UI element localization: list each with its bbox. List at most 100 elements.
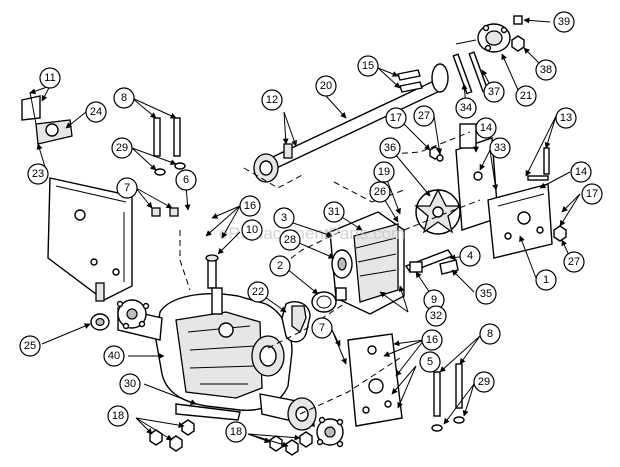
callout-1-label: 1 [543,274,549,286]
callout-8-lower[interactable]: 8 [479,323,501,345]
lower-bracket-plate [347,333,403,427]
callout-18-right[interactable]: 18 [225,421,247,443]
callout-16-upper[interactable]: 16 [239,195,261,217]
alignment-lines [179,131,481,415]
callout-2-label: 2 [277,260,283,272]
callout-35-label: 35 [480,288,492,300]
transaxle-housing [155,287,293,421]
callout-39[interactable]: 39 [553,11,575,33]
callout-33-label: 33 [494,142,506,154]
callout-28-label: 28 [284,234,296,246]
callout-6[interactable]: 6 [175,169,197,191]
callout-16-lower[interactable]: 16 [421,329,443,351]
callout-15[interactable]: 15 [357,55,379,77]
callout-16-lower-label: 16 [426,334,438,346]
callout-12[interactable]: 12 [261,89,283,111]
callout-11-label: 11 [44,72,55,84]
callout-26[interactable]: 26 [369,181,391,203]
callout-7-lower[interactable]: 7 [311,317,333,339]
callout-10-label: 10 [246,224,258,236]
callout-18-left-label: 18 [112,410,124,422]
callout-14-upper[interactable]: 14 [475,117,497,139]
callout-17-right-label: 17 [586,188,598,200]
callout-13[interactable]: 13 [555,107,577,129]
callout-27-upper-label: 27 [418,110,430,122]
callout-18-left[interactable]: 18 [107,405,129,427]
callout-25-label: 25 [24,340,36,352]
callout-9[interactable]: 9 [423,289,445,311]
callout-29-lower[interactable]: 29 [473,371,495,393]
callout-37-label: 37 [488,86,500,98]
callout-36-label: 36 [384,142,396,154]
callout-27-upper[interactable]: 27 [413,105,435,127]
axle-nuts [149,419,313,456]
callout-21-label: 21 [520,90,532,102]
callout-5[interactable]: 5 [419,351,441,373]
callout-11[interactable]: 11 [39,67,61,89]
callout-24-label: 24 [90,106,102,118]
callout-26-label: 26 [374,186,386,198]
callout-32[interactable]: 32 [425,305,447,327]
callout-17-upper[interactable]: 17 [385,107,407,129]
callout-1[interactable]: 1 [535,269,557,291]
bolts-lower-right [431,363,465,432]
callout-22-label: 22 [252,286,264,298]
callout-18-right-label: 18 [230,426,242,438]
callout-4[interactable]: 4 [459,245,481,267]
fill-tube [205,254,219,289]
callout-34[interactable]: 34 [455,97,477,119]
callout-22[interactable]: 22 [247,281,269,303]
callout-5-label: 5 [427,356,433,368]
callout-28[interactable]: 28 [279,229,301,251]
callout-38-label: 38 [540,64,552,76]
callout-8-upper-label: 8 [121,92,127,104]
callout-17-right[interactable]: 17 [581,183,603,205]
callout-25[interactable]: 25 [19,335,41,357]
callout-10[interactable]: 10 [241,219,263,241]
cooling-fan [414,188,462,235]
callout-15-label: 15 [362,60,374,72]
callout-7-upper[interactable]: 7 [116,177,138,199]
callout-27-right[interactable]: 27 [563,251,585,273]
shaft-keys [397,69,423,93]
callout-20[interactable]: 20 [315,75,337,97]
callout-35[interactable]: 35 [475,283,497,305]
callout-38[interactable]: 38 [535,59,557,81]
callout-40[interactable]: 40 [103,345,125,367]
callout-4-label: 4 [467,250,473,262]
callout-7-lower-label: 7 [319,322,325,334]
callout-20-label: 20 [320,80,332,92]
callout-19-label: 19 [378,166,390,178]
left-axle-flange [116,299,163,341]
callout-6-label: 6 [183,174,189,186]
callout-19[interactable]: 19 [373,161,395,183]
right-axle-flange [259,393,344,448]
callout-30[interactable]: 30 [119,373,141,395]
pulley-assembly [455,15,525,53]
callout-3-label: 3 [281,212,287,224]
callout-7-upper-label: 7 [124,182,130,194]
callout-37[interactable]: 37 [483,81,505,103]
callout-29-upper-label: 29 [116,142,128,154]
callout-29-upper[interactable]: 29 [111,137,133,159]
pulley-bolts [452,51,489,95]
callout-23-label: 23 [32,168,44,180]
callout-13-label: 13 [560,112,572,124]
callout-3[interactable]: 3 [273,207,295,229]
callout-14-right[interactable]: 14 [570,161,592,183]
callout-8-lower-label: 8 [487,328,493,340]
callout-33[interactable]: 33 [489,137,511,159]
control-linkage [404,249,459,275]
callout-36[interactable]: 36 [379,137,401,159]
callout-31[interactable]: 31 [323,201,345,223]
callout-29-lower-label: 29 [478,376,490,388]
callout-23[interactable]: 23 [27,163,49,185]
callout-39-label: 39 [558,16,570,28]
callout-2[interactable]: 2 [269,255,291,277]
callout-8-upper[interactable]: 8 [113,87,135,109]
callout-31-label: 31 [328,206,340,218]
callout-32-label: 32 [430,310,442,322]
callout-24[interactable]: 24 [85,101,107,123]
gearbox [329,211,405,315]
callout-21[interactable]: 21 [515,85,537,107]
